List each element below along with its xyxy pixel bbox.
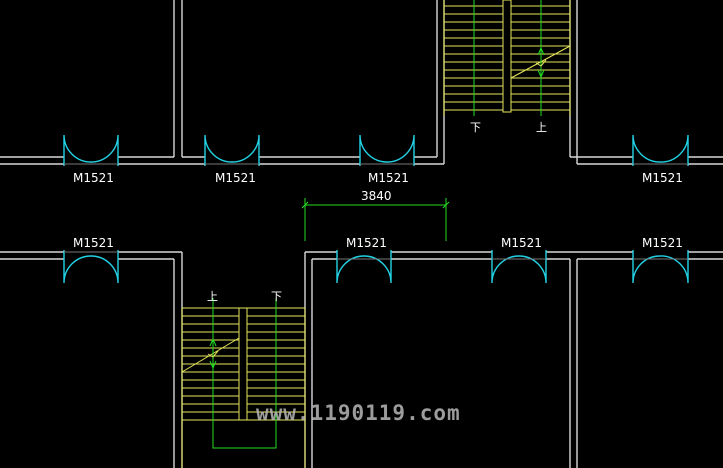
upper-partition xyxy=(436,0,445,164)
dimension-label: 3840 xyxy=(361,189,392,203)
stair-direction-arrow xyxy=(473,0,542,116)
upper-corridor-wall xyxy=(414,156,444,165)
upper-corridor-wall xyxy=(182,156,360,165)
stair-direction-arrow xyxy=(212,298,277,449)
lower-corridor-wall xyxy=(305,251,492,260)
door-double-swing xyxy=(491,250,547,284)
door-double-swing xyxy=(359,134,415,166)
door-double-swing xyxy=(204,134,260,166)
stair-up-label: 上 xyxy=(207,290,218,303)
doors xyxy=(63,134,689,284)
lower-partition xyxy=(173,252,183,468)
door-tag: M1521 xyxy=(501,236,542,250)
upper-partition xyxy=(173,0,183,157)
lower-corridor-wall xyxy=(0,251,182,260)
watermark: www.1190119.com xyxy=(256,401,461,425)
lower-partition xyxy=(569,259,578,468)
stair-handrail xyxy=(238,307,248,421)
stair-upper: 下 上 xyxy=(443,0,571,134)
lower-corridor-wall xyxy=(546,251,723,260)
door-tag: M1521 xyxy=(368,171,409,185)
door-tag: M1521 xyxy=(73,236,114,250)
door-tag: M1521 xyxy=(346,236,387,250)
stair-down-label: 下 xyxy=(470,121,481,134)
lower-partition xyxy=(304,252,313,468)
door-double-swing xyxy=(63,134,119,166)
door-tag: M1521 xyxy=(215,171,256,185)
door-double-swing xyxy=(632,250,689,284)
stair-lower: 上 下 xyxy=(181,290,306,468)
dimension-line xyxy=(301,198,450,241)
door-tag: M1521 xyxy=(642,236,683,250)
door-labels: M1521 M1521 M1521 M1521 M1521 M1521 M152… xyxy=(73,171,683,250)
stair-handrail xyxy=(502,0,512,113)
stair-down-label: 下 xyxy=(271,290,282,303)
upper-corridor-wall xyxy=(0,156,182,165)
door-tag: M1521 xyxy=(73,171,114,185)
door-double-swing xyxy=(63,250,119,284)
door-double-swing xyxy=(336,250,392,284)
door-tag: M1521 xyxy=(642,171,683,185)
upper-partition xyxy=(569,0,578,164)
upper-corridor-wall xyxy=(570,156,723,165)
stair-up-label: 上 xyxy=(536,121,547,134)
door-double-swing xyxy=(632,134,689,166)
